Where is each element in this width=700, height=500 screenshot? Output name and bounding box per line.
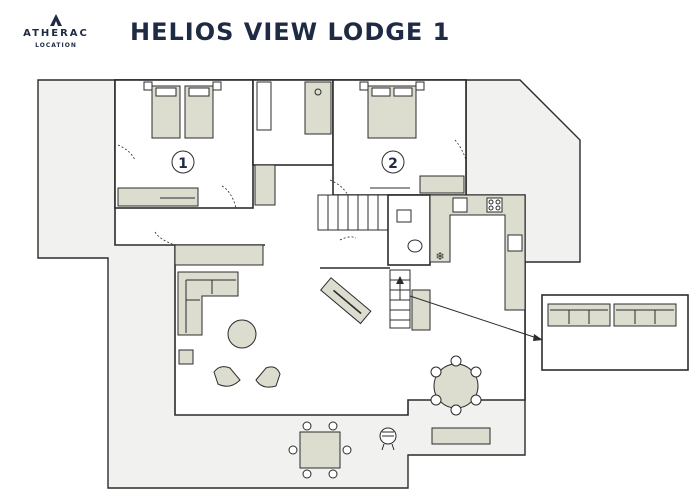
kitchen-sink [507,234,523,252]
pillow [188,87,210,97]
kitchen-counter [429,194,526,311]
barbecue-icon [379,427,397,451]
pillow [155,87,177,97]
coffee-table [227,319,257,349]
toilet [407,239,423,253]
wc-sink [396,209,412,223]
sofa-bed-2 [613,303,677,327]
outdoor-table [299,431,341,469]
snowflake-icon: ❄ [435,250,444,263]
side-table [178,349,194,365]
page-title: HELIOS VIEW LODGE 1 [130,18,451,46]
nightstand [415,81,425,91]
brand-subtitle: LOCATION [35,42,77,49]
pillow [371,87,391,97]
bedroom-1-number: 1 [178,156,188,172]
vanity [254,164,276,206]
arrow-up-icon [396,276,404,284]
brand-name: ATHERAC [23,28,89,39]
oven [452,197,468,213]
staircase-upper [317,194,389,231]
bench [431,427,491,445]
sideboard [174,244,264,266]
sofa [177,271,239,336]
wc [387,194,431,266]
sofa-bed-1 [547,303,611,327]
armchair [255,366,281,388]
bathtub [304,81,332,135]
nightstand [212,81,222,91]
nightstand [143,81,153,91]
wardrobe-2 [419,175,465,194]
cooktop [486,197,503,213]
nightstand [359,81,369,91]
armchair [213,366,241,387]
bedroom-2-number: 2 [388,156,398,172]
shower [256,81,272,131]
brand-logo-icon [50,14,62,26]
storage-cabinet [411,289,431,331]
wardrobe-1 [117,187,199,207]
pillow [393,87,413,97]
brand-logo: ATHERAC LOCATION [14,14,98,49]
